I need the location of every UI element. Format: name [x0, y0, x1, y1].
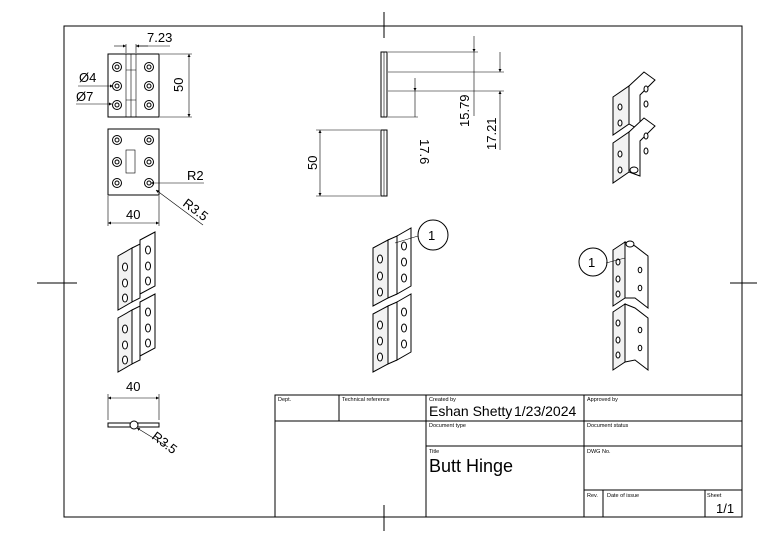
tb-sheet-label: Sheet: [707, 493, 722, 499]
isometric-right-bottom: [578, 240, 649, 372]
dim-hole-dia-4: Ø4: [79, 70, 96, 85]
dim-offset-1579: 15.79: [457, 94, 472, 127]
dim-knuckle-width: 7.23: [147, 30, 172, 45]
screw-hole: [377, 241, 407, 362]
front-view-back: [107, 128, 204, 226]
screw-hole: [112, 62, 154, 110]
title-block: [274, 394, 743, 518]
tb-sheet: 1/1: [716, 501, 734, 516]
dim-offset-176: 17.6: [417, 139, 432, 164]
tb-doc-type-label: Document type: [429, 423, 466, 429]
tb-created-by-label: Created by: [429, 397, 456, 403]
tb-title-label: Title: [429, 449, 439, 455]
screw-hole: [617, 85, 649, 174]
screw-hole: [122, 245, 151, 365]
dim-offset-1721: 17.21: [484, 117, 499, 150]
tb-created-date: 1/23/2024: [514, 403, 576, 419]
center-marks: [37, 12, 757, 531]
balloon-center: 1: [428, 228, 435, 243]
front-view-top: [76, 44, 192, 118]
side-view-center: [316, 36, 504, 197]
dim-fillet-r2: R2: [187, 168, 204, 183]
dim-width-bottom: 40: [126, 379, 140, 394]
tb-doc-status-label: Document status: [587, 423, 629, 429]
tb-dwg-no-label: DWG No.: [587, 449, 611, 455]
dim-pin-r35: R3.5: [149, 428, 180, 457]
tb-dept-label: Dept.: [278, 397, 292, 403]
tb-created-by: Eshan Shetty: [429, 403, 512, 419]
screw-hole: [112, 135, 154, 188]
dim-height-top: 50: [171, 78, 186, 92]
dim-hole-dia-7: Ø7: [76, 89, 93, 104]
top-view-bottom: [107, 394, 169, 448]
isometric-left: [117, 231, 156, 373]
isometric-right-top: [612, 71, 656, 184]
tb-approved-by-label: Approved by: [587, 397, 618, 403]
isometric-center: [372, 219, 449, 373]
tb-date-issue-label: Date of issue: [607, 493, 639, 499]
tb-tech-ref-label: Technical reference: [342, 397, 390, 403]
dim-side-height: 50: [305, 156, 320, 170]
tb-title: Butt Hinge: [429, 456, 513, 476]
screw-hole: [615, 258, 643, 359]
tb-rev-label: Rev.: [587, 493, 598, 499]
dim-width-front: 40: [126, 207, 140, 222]
balloon-right: 1: [588, 255, 595, 270]
